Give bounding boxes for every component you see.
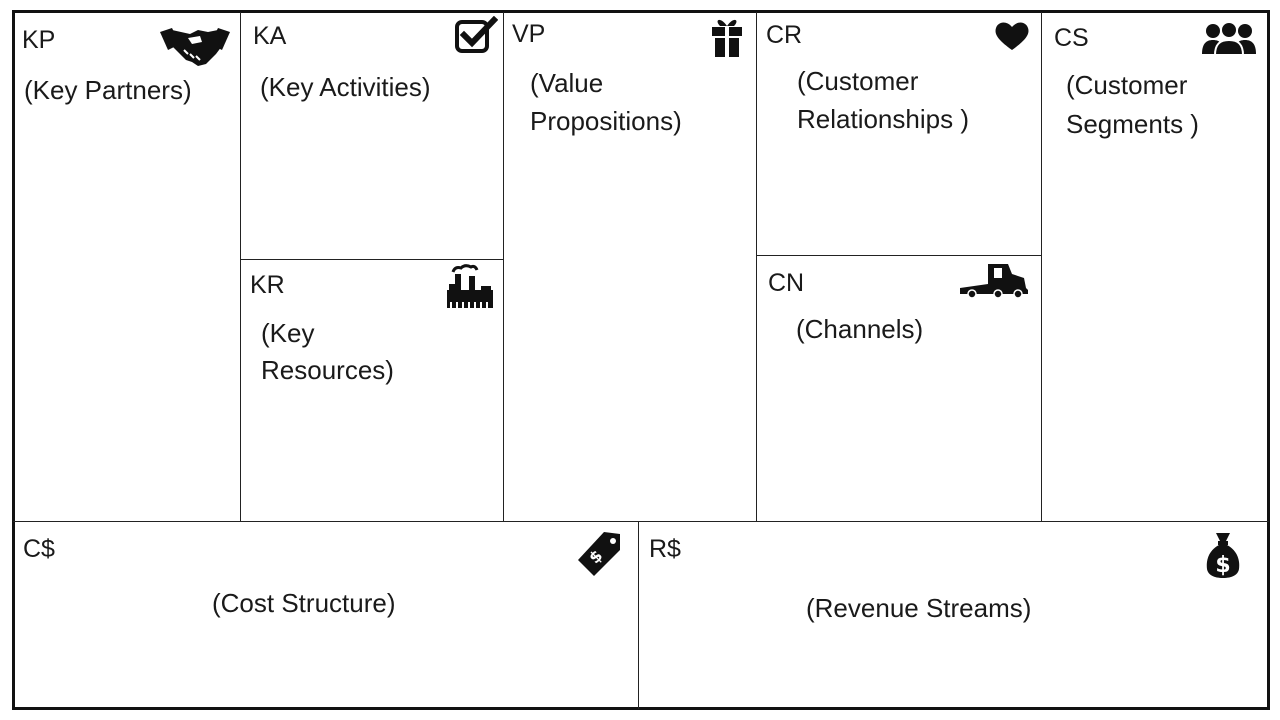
cr-abbr: CR <box>766 21 803 49</box>
svg-text:$: $ <box>1215 553 1230 578</box>
rev-abbr: R$ <box>649 535 681 563</box>
divider-bottom-row <box>13 521 1269 522</box>
price-tag-icon: $ <box>574 530 624 578</box>
cr-name-line1: (Customer <box>797 66 919 96</box>
kp-name: (Key Partners) <box>24 75 192 105</box>
divider-ka-vp <box>503 12 504 521</box>
canvas-frame <box>12 10 1270 710</box>
checkbox-icon <box>454 16 498 54</box>
divider-cr-cn <box>757 255 1041 256</box>
vp-name-line1: (Value <box>530 68 604 98</box>
gift-icon <box>710 14 744 58</box>
vp-abbr: VP <box>512 20 546 48</box>
cost-name: (Cost Structure) <box>212 588 396 618</box>
ka-name: (Key Activities) <box>260 72 431 102</box>
cs-abbr: CS <box>1054 24 1089 52</box>
divider-vp-cr <box>756 12 757 521</box>
kr-abbr: KR <box>250 271 285 299</box>
factory-icon <box>445 262 495 310</box>
kr-name-line1: (Key <box>261 318 315 348</box>
cs-name-line2: Segments ) <box>1066 109 1199 139</box>
divider-cost-rev <box>638 522 639 709</box>
heart-icon <box>994 20 1030 52</box>
cost-abbr: C$ <box>23 535 55 563</box>
handshake-icon <box>158 24 232 68</box>
divider-kp-ka <box>240 12 241 521</box>
kp-abbr: KP <box>22 26 56 54</box>
cs-name-line1: (Customer <box>1066 70 1188 100</box>
divider-ka-kr <box>241 259 503 260</box>
divider-cr-cs <box>1041 12 1042 521</box>
cn-name: (Channels) <box>796 314 924 344</box>
rev-name: (Revenue Streams) <box>806 593 1032 623</box>
cr-name-line2: Relationships ) <box>797 104 969 134</box>
vp-name-line2: Propositions) <box>530 106 682 136</box>
users-icon <box>1202 20 1256 56</box>
truck-icon <box>958 262 1030 298</box>
money-bag-icon: $ <box>1204 531 1242 579</box>
kr-name-line2: Resources) <box>261 355 394 385</box>
cn-abbr: CN <box>768 269 805 297</box>
ka-abbr: KA <box>253 22 287 50</box>
